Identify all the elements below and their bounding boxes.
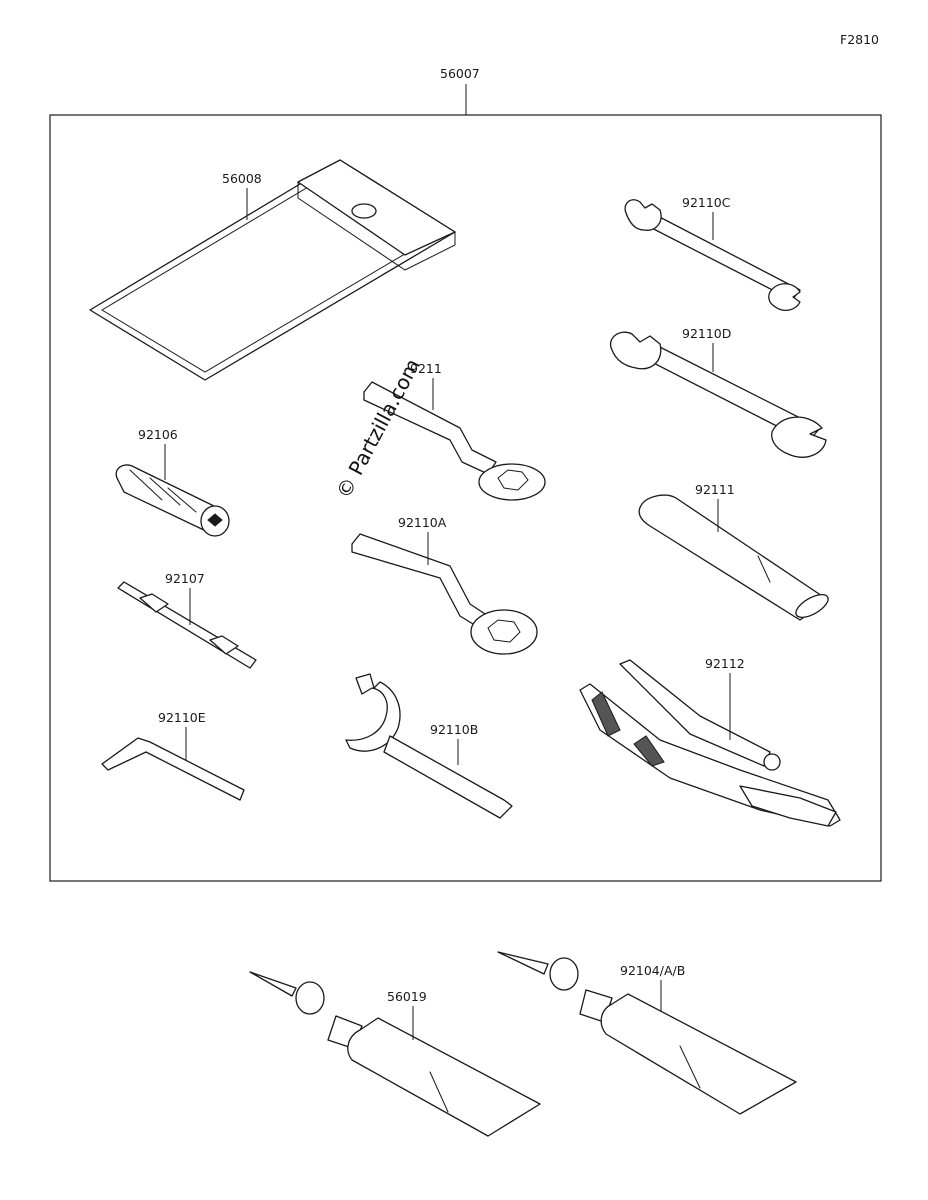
figure-code: F2810 [840, 32, 879, 47]
label-pouch: 56008 [222, 171, 262, 186]
label-box-wrench-a: 92110A [398, 515, 447, 530]
label-tube-right: 92104/A/B [620, 963, 685, 978]
label-plug-tool: 92106 [138, 427, 178, 442]
watermark: © Partzilla.com [331, 355, 425, 503]
label-extension-bar: 92111 [695, 482, 735, 497]
extension-bar [638, 494, 829, 621]
grease-tube-right [497, 951, 797, 1115]
label-screwdriver: 92107 [165, 571, 205, 586]
pliers [579, 659, 841, 827]
assembly-frame [49, 114, 882, 882]
open-end-wrench-small [624, 199, 801, 312]
hook-spanner [345, 673, 513, 819]
grease-tube-left [249, 971, 541, 1137]
label-box-wrench-top: 9211 [410, 361, 442, 376]
box-wrench-a [351, 533, 538, 655]
label-pliers: 92112 [705, 656, 745, 671]
label-tube-left: 56019 [387, 989, 427, 1004]
label-wrench-c: 92110C [682, 195, 731, 210]
label-hex-key: 92110E [158, 710, 206, 725]
label-wrench-d: 92110D [682, 326, 731, 341]
screwdriver-bit [117, 581, 257, 669]
box-wrench-upper [363, 381, 546, 501]
open-end-wrench-large [609, 331, 827, 458]
assembly-label: 56007 [440, 66, 480, 81]
plug-socket-tool [115, 464, 230, 537]
tool-pouch [89, 159, 456, 381]
label-hook-spanner: 92110B [430, 722, 478, 737]
hex-key [101, 737, 245, 801]
